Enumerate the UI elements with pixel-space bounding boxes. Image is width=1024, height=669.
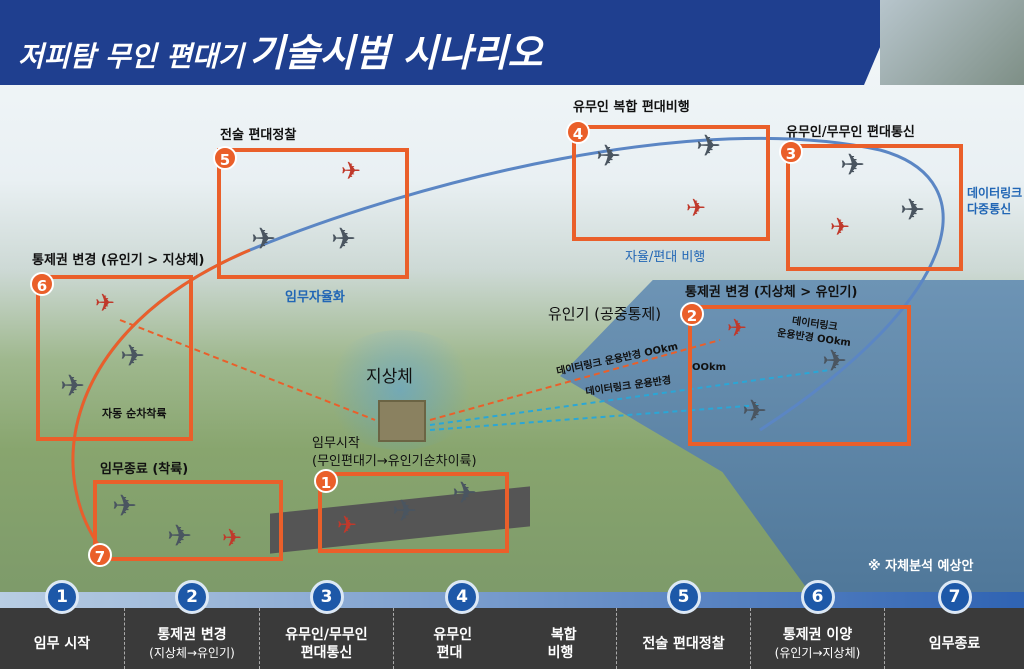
stage1-number: 1 (314, 469, 338, 493)
step-label: 비행 (547, 644, 574, 661)
uav-icon: ✈ (822, 344, 848, 379)
uav-icon: ✈ (251, 222, 277, 257)
step-label: 복합 (550, 626, 577, 643)
stage7-label: 임무종료 (착륙) (100, 462, 189, 477)
manned-aircraft-icon: ✈ (222, 524, 243, 552)
stage2-label: 통제권 변경 (지상체 > 유인기) (685, 285, 858, 300)
step-label: 임무종료 (928, 635, 981, 652)
uav-icon: ✈ (60, 369, 86, 404)
stage6-note: 자동 순차착륙 (102, 407, 167, 420)
timeline-step-4: 4 유무인 복합 편대 비행 (394, 580, 617, 669)
stage7-number: 7 (88, 543, 112, 567)
stage5-number: 5 (213, 146, 237, 170)
uav-icon: ✈ (452, 476, 478, 511)
step-label: 전술 편대정찰 (642, 635, 725, 652)
step-number: 4 (445, 580, 479, 614)
step-label: 편대 (436, 644, 463, 661)
step-number: 6 (800, 580, 835, 614)
header-banner (0, 0, 900, 85)
stage6-box: ✈ ✈ ✈ 자동 순차착륙 (36, 275, 193, 441)
manned-aircraft-icon: ✈ (686, 194, 707, 222)
uav-icon: ✈ (167, 519, 193, 554)
manned-aircraft-icon: ✈ (830, 213, 851, 241)
stage5-note: 임무자율화 (285, 290, 345, 305)
step-number: 2 (175, 580, 209, 614)
uav-icon: ✈ (596, 139, 622, 174)
step-number: 1 (45, 580, 79, 614)
step-label: 유무인/무무인 (285, 626, 368, 643)
uav-icon: ✈ (696, 129, 722, 164)
stage1-sub: (무인편대기→유인기순차이륙) (312, 454, 477, 469)
stage4-number: 4 (566, 120, 590, 144)
stage5-label: 전술 편대정찰 (220, 128, 297, 143)
stage4-label: 유무인 복합 편대비행 (573, 100, 690, 115)
uav-icon: ✈ (900, 193, 926, 228)
stage7-box: ✈ ✈ ✈ (93, 480, 283, 561)
manned-aircraft-icon: ✈ (727, 314, 748, 342)
stage6-number: 6 (30, 272, 54, 296)
stage4-box: ✈ ✈ ✈ (572, 125, 770, 241)
stage1-box: ✈ ✈ ✈ (318, 472, 509, 553)
uav-icon: ✈ (120, 339, 146, 374)
stage5-box: ✈ ✈ ✈ (217, 148, 409, 279)
uav-icon: ✈ (331, 222, 357, 257)
stage2-number: 2 (680, 302, 704, 326)
step-label: 편대통신 (300, 644, 353, 661)
uav-icon: ✈ (112, 489, 138, 524)
stage3-box: ✈ ✈ ✈ (786, 144, 963, 271)
datalink-km-label: OOkm (692, 362, 727, 373)
stage3-number: 3 (779, 140, 803, 164)
step-number: 7 (937, 580, 972, 614)
manned-aircraft-icon: ✈ (337, 511, 358, 539)
footnote: ※ 자체분석 예상안 (868, 559, 974, 574)
step-label: 유무인 (433, 626, 473, 643)
stage3-note1: 데이터링크 (967, 186, 1023, 200)
timeline-step-5: 5 전술 편대정찰 (617, 580, 751, 669)
step-label: 통제권 변경 (157, 626, 227, 643)
step-sublabel: (지상체→유인기) (149, 645, 235, 660)
manned-aircraft-icon: ✈ (95, 289, 116, 317)
flight-path (71, 136, 945, 561)
manned-control-label: 유인기 (공중통제) (548, 305, 662, 323)
stage4-note: 자율/편대 비행 (625, 250, 706, 265)
uav-icon: ✈ (742, 394, 768, 429)
ground-station-label: 지상체 (366, 367, 413, 387)
timeline-step-1: 1 임무 시작 (0, 580, 125, 669)
uav-icon: ✈ (392, 494, 418, 529)
timeline-step-2: 2 통제권 변경 (지상체→유인기) (125, 580, 260, 669)
stage2-box: ✈ ✈ ✈ 데이터링크 운용반경 OOkm (688, 305, 911, 446)
step-number: 3 (309, 580, 344, 614)
timeline-arrow-band (0, 592, 1024, 610)
uav-icon: ✈ (840, 148, 866, 183)
step-label: 통제권 이양 (782, 626, 853, 643)
step-sublabel: (유인기→지상체) (774, 645, 861, 660)
stage6-label: 통제권 변경 (유인기 > 지상체) (32, 253, 205, 268)
stage3-label: 유무인/무무인 편대통신 (786, 125, 915, 140)
step-label: 임무 시작 (33, 635, 91, 652)
timeline-step-6: 6 통제권 이양 (유인기→지상체) (751, 580, 885, 669)
header-aircraft-image (880, 0, 1024, 85)
stage1-label: 임무시작 (312, 436, 360, 451)
timeline-step-7: 7 임무종료 (885, 580, 1024, 669)
ground-station-icon (378, 400, 426, 442)
step-number: 5 (666, 580, 701, 614)
manned-aircraft-icon: ✈ (341, 157, 362, 185)
stage3-note2: 다중통신 (967, 202, 1012, 216)
